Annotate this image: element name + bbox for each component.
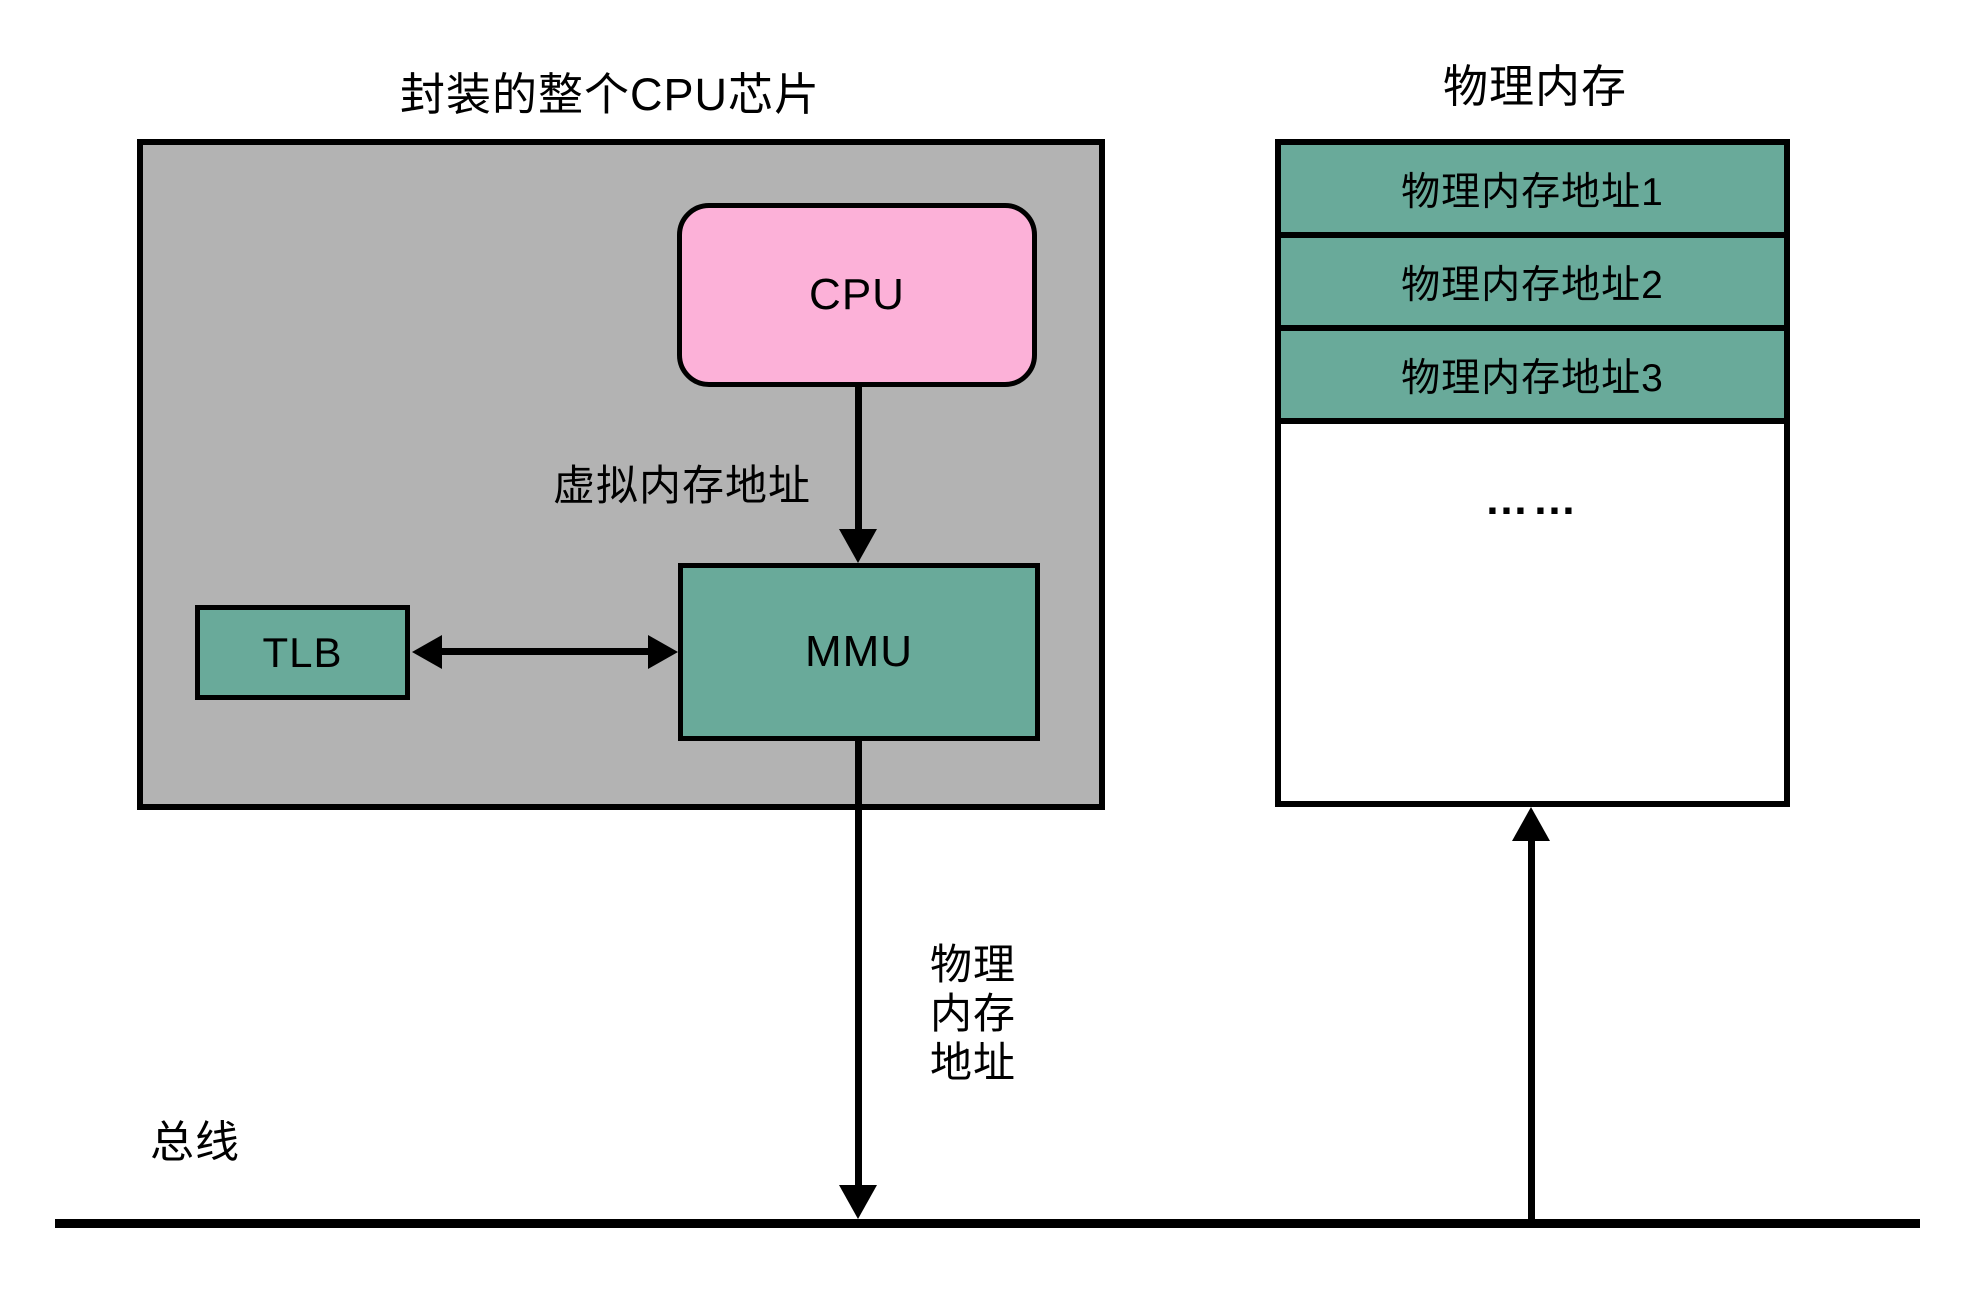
mmu-box: MMU xyxy=(678,563,1040,741)
tlb-box: TLB xyxy=(195,605,410,700)
tlb-mmu-arrow-shaft xyxy=(438,648,652,655)
bus-label: 总线 xyxy=(150,1118,240,1167)
memory-row-2: 物理内存地址2 xyxy=(1281,238,1784,331)
bus-to-memory-arrow-shaft xyxy=(1528,837,1535,1219)
physical-address-label-line1: 物理 xyxy=(930,941,1017,988)
memory-row-1: 物理内存地址1 xyxy=(1281,145,1784,238)
cpu-label: CPU xyxy=(809,270,905,319)
tlb-label: TLB xyxy=(262,628,343,676)
physical-address-label-line3: 地址 xyxy=(930,1039,1017,1086)
physical-memory-title: 物理内存 xyxy=(1442,61,1627,112)
cpu-chip-title: 封装的整个CPU芯片 xyxy=(400,69,821,120)
mmu-label: MMU xyxy=(804,627,914,676)
memory-row-3-label: 物理内存地址3 xyxy=(1401,356,1664,400)
virtual-address-label: 虚拟内存地址 xyxy=(553,462,812,509)
cpu-to-mmu-arrowhead xyxy=(839,529,877,563)
physical-address-label: 物理 内存 地址 xyxy=(930,940,1016,1087)
memory-row-3: 物理内存地址3 xyxy=(1281,331,1784,424)
physical-memory-box: 物理内存地址1 物理内存地址2 物理内存地址3 …… xyxy=(1275,139,1790,807)
bus-to-memory-arrowhead xyxy=(1512,807,1550,841)
tlb-mmu-arrowhead-right xyxy=(648,635,678,669)
memory-row-1-label: 物理内存地址1 xyxy=(1401,170,1664,214)
cpu-to-mmu-arrow-shaft xyxy=(855,385,862,535)
memory-ellipsis: …… xyxy=(1484,475,1581,524)
mmu-to-bus-arrowhead xyxy=(839,1185,877,1219)
bus-line xyxy=(55,1219,1920,1228)
memory-row-2-label: 物理内存地址2 xyxy=(1401,263,1664,307)
mmu-to-bus-arrow-shaft xyxy=(855,741,862,1189)
cpu-box: CPU xyxy=(677,203,1037,387)
tlb-mmu-arrowhead-left xyxy=(412,635,442,669)
physical-address-label-line2: 内存 xyxy=(930,990,1017,1037)
